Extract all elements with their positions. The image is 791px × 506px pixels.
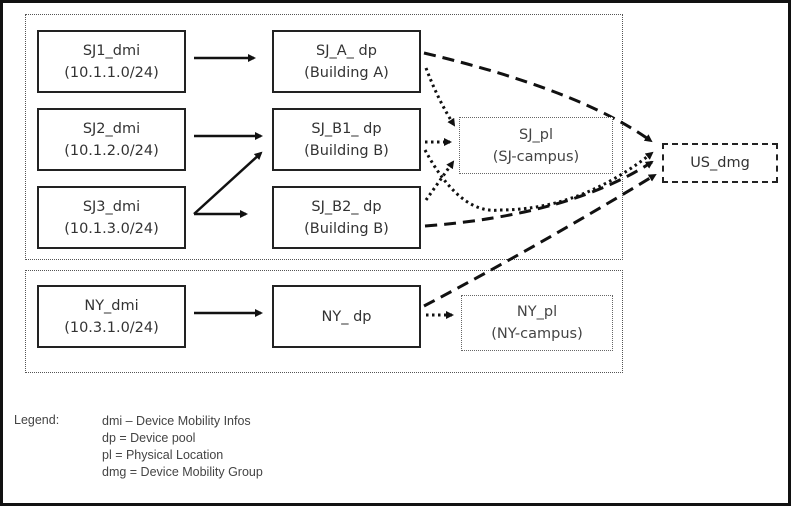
node-subnet: (10.3.1.0/24) [64, 319, 159, 336]
node-sj3-dmi[interactable]: SJ3_dmi (10.1.3.0/24) [37, 186, 186, 249]
node-campus: (NY-campus) [491, 326, 583, 342]
legend-item-pl: pl = Physical Location [102, 448, 224, 462]
node-ny-dmi[interactable]: NY_dmi (10.3.1.0/24) [37, 285, 186, 348]
node-ny-dp[interactable]: NY_ dp [272, 285, 421, 348]
node-title: SJ1_dmi [82, 42, 141, 59]
node-title: NY_dmi [84, 297, 139, 314]
node-sj2-dmi[interactable]: SJ2_dmi (10.1.2.0/24) [37, 108, 186, 171]
sj-site-group [25, 14, 623, 260]
edge-sja-to-usdmg [423, 51, 653, 143]
node-title: SJ2_dmi [82, 120, 141, 137]
node-subnet: (10.1.1.0/24) [64, 64, 159, 81]
node-subnet: (10.1.2.0/24) [64, 142, 159, 159]
edge-sjb2-to-sjpl [424, 160, 455, 201]
edge-sjb1-to-usdmg [423, 149, 654, 212]
node-title: SJ_A_ dp [316, 42, 377, 59]
node-building: (Building B) [304, 220, 389, 237]
node-title: SJ_B1_ dp [311, 120, 382, 137]
node-us-dmg[interactable]: US_dmg [662, 143, 778, 183]
node-building: (Building B) [304, 142, 389, 159]
edge-sjb2-to-usdmg [424, 160, 654, 228]
node-sj1-dmi[interactable]: SJ1_dmi (10.1.1.0/24) [37, 30, 186, 93]
node-title: NY_ dp [321, 308, 372, 325]
node-title: NY_pl [516, 304, 558, 320]
node-title: SJ_B2_ dp [311, 198, 382, 215]
ny-site-group [25, 270, 623, 373]
node-sj-b2-dp[interactable]: SJ_B2_ dp (Building B) [272, 186, 421, 249]
legend-title: Legend: [14, 413, 60, 427]
node-sj-b1-dp[interactable]: SJ_B1_ dp (Building B) [272, 108, 421, 171]
node-title: SJ_pl [519, 126, 553, 143]
node-title: SJ3_dmi [82, 198, 141, 215]
node-campus: (SJ-campus) [492, 148, 580, 165]
node-sj-a-dp[interactable]: SJ_A_ dp (Building A) [272, 30, 421, 93]
legend-items: dmi – Device Mobility Infos dp = Device … [102, 413, 263, 481]
legend-item-dmg: dmg = Device Mobility Group [102, 465, 263, 479]
legend-item-dmi: dmi – Device Mobility Infos [102, 414, 251, 428]
node-title: US_dmg [690, 155, 750, 171]
node-subnet: (10.1.3.0/24) [64, 220, 159, 237]
node-sj-pl[interactable]: SJ_pl (SJ-campus) [459, 117, 613, 174]
node-building: (Building A) [304, 64, 389, 81]
edge-nydp-to-usdmg [423, 173, 657, 308]
edge-sj3-to-sjb1 [193, 151, 263, 215]
node-ny-pl[interactable]: NY_pl (NY-campus) [461, 295, 613, 351]
legend-item-dp: dp = Device pool [102, 431, 196, 445]
